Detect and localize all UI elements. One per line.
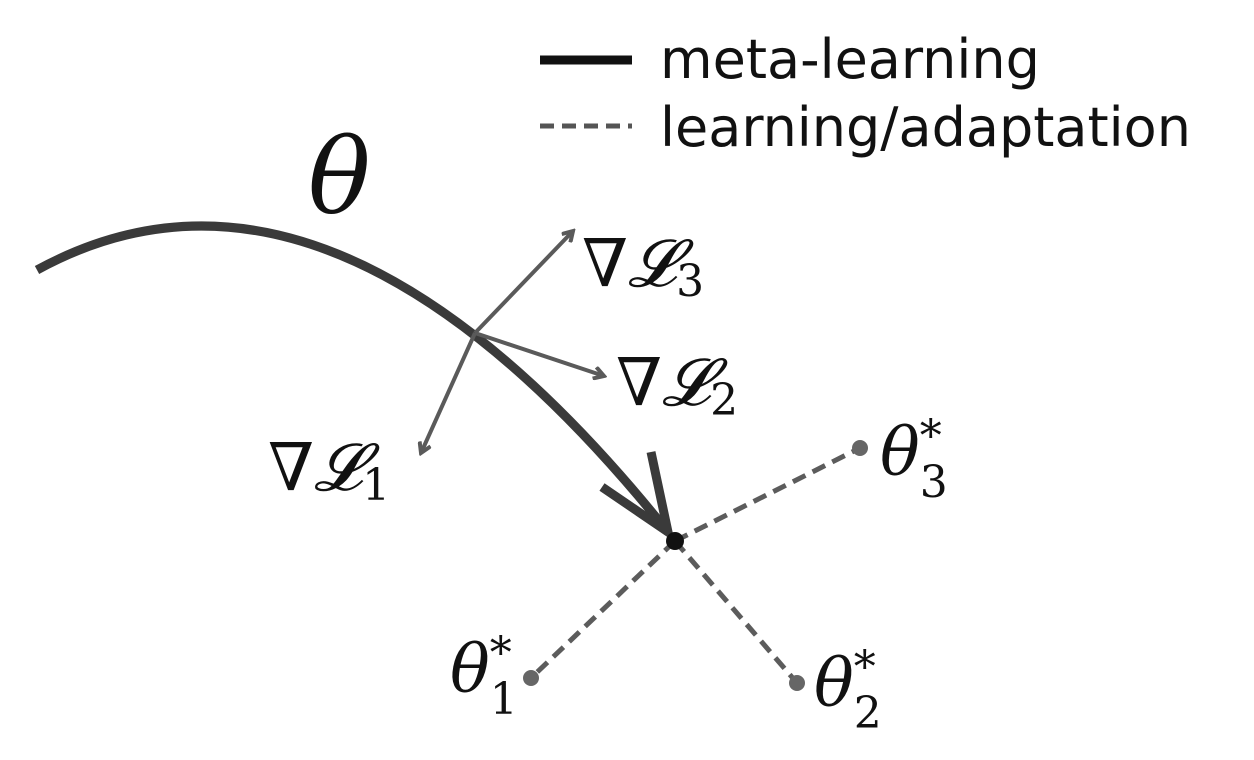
legend-label-learning-adaptation: learning/adaptation <box>660 96 1191 159</box>
gradient-label-1: ∇𝓛1 <box>268 429 390 511</box>
gradient-arrow-2 <box>474 331 604 376</box>
meta-learning-arrowhead <box>599 451 675 543</box>
adaptation-line-3 <box>673 445 862 544</box>
gradient-arrows <box>421 231 604 453</box>
adaptation-lines <box>529 445 862 685</box>
legend-label-meta-learning: meta-learning <box>660 28 1040 91</box>
meta-learning-path <box>34 221 672 535</box>
meta-parameter-point <box>666 532 684 550</box>
task-optimum-point-1 <box>523 670 539 686</box>
gradient-arrow-3 <box>473 231 573 335</box>
task-optimum-point-2 <box>789 675 805 691</box>
gradient-label-2: ∇𝓛2 <box>616 344 738 426</box>
theta-label: θ <box>308 116 371 238</box>
theta-star-label-1: θ*1 <box>450 628 518 725</box>
gradient-arrow-1 <box>421 332 477 453</box>
gradient-label-3: ∇𝓛3 <box>582 225 704 307</box>
theta-star-label-3: θ*3 <box>880 411 948 508</box>
adaptation-line-1 <box>529 539 677 680</box>
theta-star-label-2: θ*2 <box>814 642 882 739</box>
adaptation-line-2 <box>673 539 799 685</box>
task-optimum-point-3 <box>852 440 868 456</box>
legend: meta-learning learning/adaptation <box>540 28 1191 159</box>
